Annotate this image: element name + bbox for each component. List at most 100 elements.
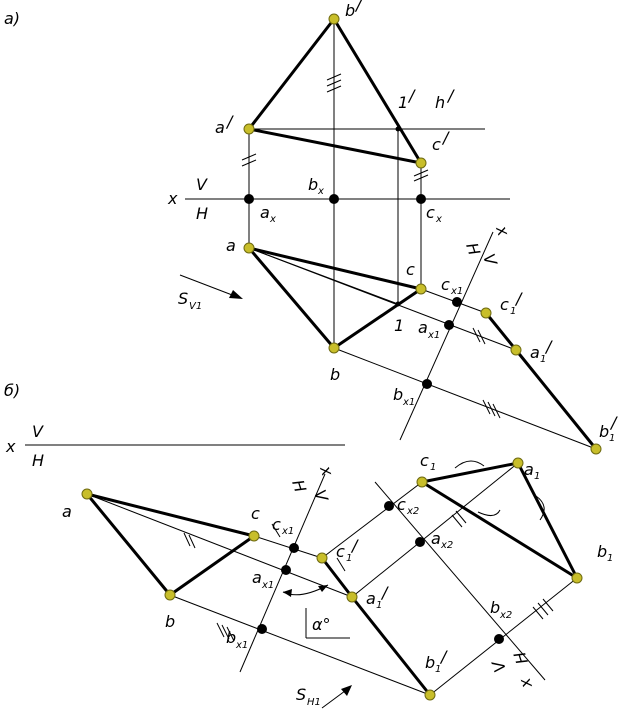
ray-b1p-b1 <box>429 577 578 696</box>
edge-c1-a1 <box>484 311 518 352</box>
label-a-prime: a <box>215 118 225 137</box>
svg-text:H: H <box>510 649 532 666</box>
svg-text:/: / <box>514 289 523 308</box>
new-axis-v1-label-b: V <box>310 487 332 504</box>
axis-x-label: x <box>167 189 178 208</box>
edge-a1-b1 <box>516 461 579 580</box>
direction-s-label-b: S <box>296 685 306 704</box>
edge-c1p-a1p <box>320 556 354 599</box>
label-a1-b: a <box>524 460 534 479</box>
label-a1-prime-b: a <box>366 589 376 608</box>
svg-text:1: 1 <box>607 553 613 564</box>
svg-text:x: x <box>492 222 513 238</box>
svg-text:H: H <box>462 240 484 257</box>
point-ax1-b <box>281 565 291 575</box>
new-axis-x1 <box>399 231 494 441</box>
svg-text:x: x <box>316 462 337 478</box>
point-bx <box>329 194 339 204</box>
svg-text:1: 1 <box>435 664 441 675</box>
part-a: а) <box>4 0 618 455</box>
edge-a-c-horizontal <box>247 246 423 291</box>
point-c1-prime <box>480 307 492 319</box>
label-cx: c <box>426 203 435 222</box>
svg-text:1: 1 <box>534 471 540 482</box>
edge-b-c <box>168 534 256 597</box>
label-b1-prime-b: b <box>425 653 435 672</box>
svg-text:x1: x1 <box>450 286 463 297</box>
edge-a-c <box>85 492 256 538</box>
svg-text:H1: H1 <box>307 697 321 708</box>
point-ax1 <box>444 320 454 330</box>
ray-a1p-a1 <box>351 462 519 598</box>
svg-text:/: / <box>544 337 553 356</box>
label-a-b: a <box>62 502 72 521</box>
label-c1-prime-b: c <box>336 542 345 561</box>
wave-mark-a1-c1 <box>454 460 485 469</box>
point-c-prime <box>415 157 427 169</box>
direction-arrowhead <box>229 290 243 299</box>
direction-arrow-line <box>179 274 241 299</box>
direction-arrowhead-b <box>341 685 352 696</box>
svg-text:1: 1 <box>376 600 382 611</box>
label-h-prime: h <box>435 93 445 112</box>
label-ax: a <box>260 203 270 222</box>
edge-a-c-frontal <box>247 127 423 165</box>
label-b1-prime: b <box>599 422 609 441</box>
label-a: a <box>226 236 236 255</box>
label-cx1-b: c <box>272 515 281 534</box>
label-c1-prime: c <box>500 295 509 314</box>
svg-text:x: x <box>435 214 442 225</box>
axis-h-label-b: H <box>32 451 44 470</box>
point-b-b <box>164 589 176 601</box>
label-cx1: c <box>441 275 450 294</box>
point-b-prime <box>328 13 340 25</box>
svg-text:/: / <box>407 86 416 105</box>
svg-text:x2: x2 <box>406 506 419 517</box>
part-b-points <box>81 457 583 701</box>
projection-ray-a <box>248 247 517 351</box>
point-bx1-b <box>257 624 267 634</box>
new-axis-h-label: H <box>462 240 484 257</box>
label-c1-b: c <box>420 451 429 470</box>
label-bx2: b <box>490 598 500 617</box>
part-b-construction-lines <box>86 460 578 709</box>
svg-text:x: x <box>269 214 276 225</box>
point-b <box>328 342 340 354</box>
point-c1-prime-b <box>316 552 328 564</box>
point-c-b <box>248 530 260 542</box>
new-axis-v1-label: V <box>479 251 501 268</box>
point-cx <box>416 194 426 204</box>
point-a <box>243 242 255 254</box>
svg-text:/: / <box>225 112 234 131</box>
svg-text:/: / <box>380 583 389 602</box>
edge-a-b-frontal <box>247 17 336 131</box>
axis-h-label: H <box>196 204 208 223</box>
direction-s-label: S <box>178 289 188 308</box>
svg-text:x2: x2 <box>440 540 453 551</box>
new-axis-x1-label-b: x <box>316 462 337 478</box>
point-ax2 <box>415 537 425 547</box>
point-cx2 <box>384 501 394 511</box>
svg-text:x1: x1 <box>427 330 440 341</box>
new-axis-v1-label-b2: V <box>488 657 510 674</box>
edge-b-c-frontal <box>332 17 423 165</box>
point-c1-b <box>416 476 428 488</box>
axis-v-label-b: V <box>32 422 44 441</box>
svg-text:/: / <box>441 128 450 147</box>
point-a1-prime-b <box>346 591 358 603</box>
part-a-tick-marks <box>241 73 501 419</box>
part-b-triangle-edges <box>85 461 579 697</box>
wave-mark-c1-b1 <box>477 509 501 516</box>
label-a1-prime: a <box>530 343 540 362</box>
label-b-prime: b <box>345 1 355 20</box>
wave-mark-a1-b1 <box>535 495 545 521</box>
edge-c1-b1 <box>420 480 579 580</box>
label-b-b: b <box>165 612 175 631</box>
svg-text:/: / <box>350 536 359 555</box>
point-b1-b <box>571 572 583 584</box>
projection-ray-a-b <box>86 493 353 598</box>
point-bx1 <box>422 379 432 389</box>
svg-text:V1: V1 <box>189 301 202 312</box>
